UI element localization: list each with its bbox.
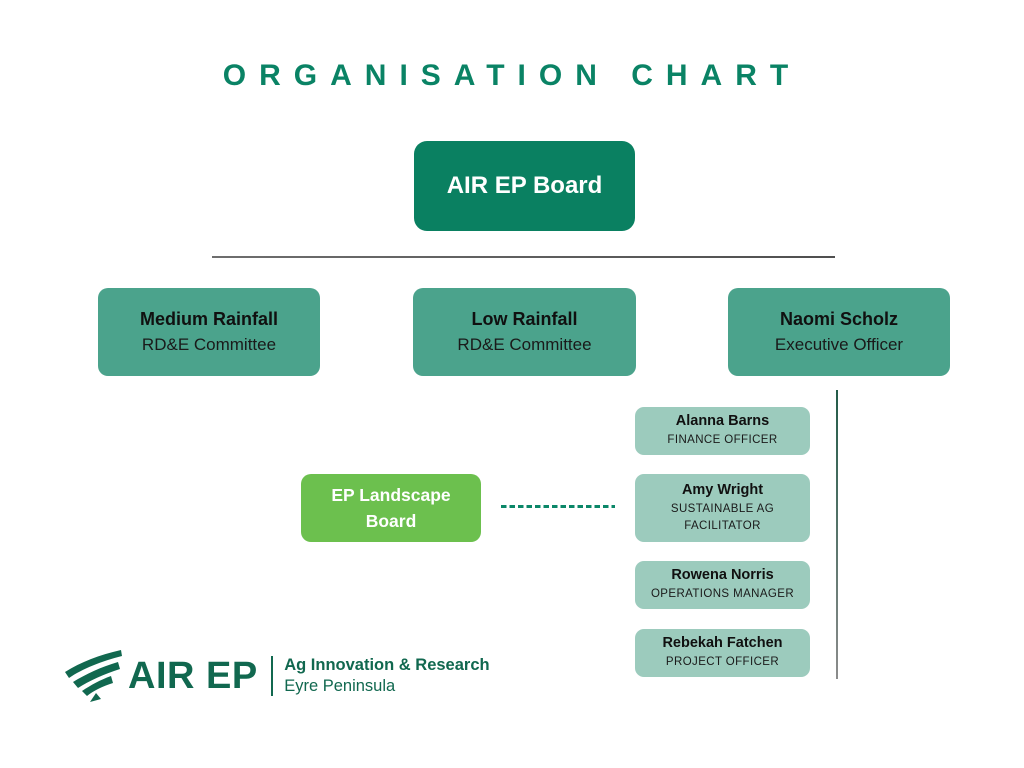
node-role: FINANCE OFFICER — [667, 434, 778, 447]
node-executive-officer: Naomi Scholz Executive Officer — [728, 288, 950, 376]
air-ep-logo: AIR EP Ag Innovation & Research Eyre Pen… — [64, 650, 490, 702]
node-finance-officer: Alanna Barns FINANCE OFFICER — [635, 407, 810, 455]
connector-horizontal-line — [212, 256, 835, 258]
node-sustainable-ag-facilitator: Amy Wright SUSTAINABLE AG FACILITATOR — [635, 474, 810, 542]
node-name: Rebekah Fatchen — [662, 635, 783, 652]
logo-tagline-line1: Ag Innovation & Research — [284, 656, 490, 675]
node-operations-manager: Rowena Norris OPERATIONS MANAGER — [635, 561, 810, 609]
node-role: SUSTAINABLE AG FACILITATOR — [670, 502, 775, 532]
node-role: RD&E Committee — [141, 335, 277, 354]
logo-tagline: Ag Innovation & Research Eyre Peninsula — [284, 655, 489, 696]
logo-wordmark: AIR EP — [128, 655, 258, 697]
node-air-ep-board: AIR EP Board — [414, 141, 635, 231]
node-project-officer: Rebekah Fatchen PROJECT OFFICER — [635, 629, 810, 677]
node-name: Naomi Scholz — [779, 309, 899, 329]
node-name: Amy Wright — [681, 481, 764, 498]
node-role: Executive Officer — [774, 335, 904, 354]
node-role: OPERATIONS MANAGER — [650, 588, 795, 601]
page-title: ORGANISATION CHART — [222, 59, 802, 92]
node-name: EP Landscape Board — [331, 484, 451, 531]
node-ep-landscape-board: EP Landscape Board — [301, 474, 481, 542]
node-medium-rainfall-committee: Medium Rainfall RD&E Committee — [98, 288, 320, 376]
node-name: Low Rainfall — [471, 309, 578, 329]
node-role: RD&E Committee — [457, 335, 592, 354]
connector-dashed-line — [501, 505, 615, 508]
node-name: Medium Rainfall — [139, 309, 278, 329]
node-role: PROJECT OFFICER — [665, 656, 780, 669]
node-name: Alanna Barns — [675, 413, 770, 430]
node-low-rainfall-committee: Low Rainfall RD&E Committee — [413, 288, 636, 376]
air-ep-swoosh-icon — [65, 650, 122, 702]
logo-tagline-line2: Eyre Peninsula — [284, 677, 396, 695]
board-label: AIR EP Board — [446, 172, 603, 199]
logo-separator — [270, 656, 274, 696]
node-name: Rowena Norris — [671, 567, 774, 584]
connector-vertical-line — [836, 390, 838, 679]
